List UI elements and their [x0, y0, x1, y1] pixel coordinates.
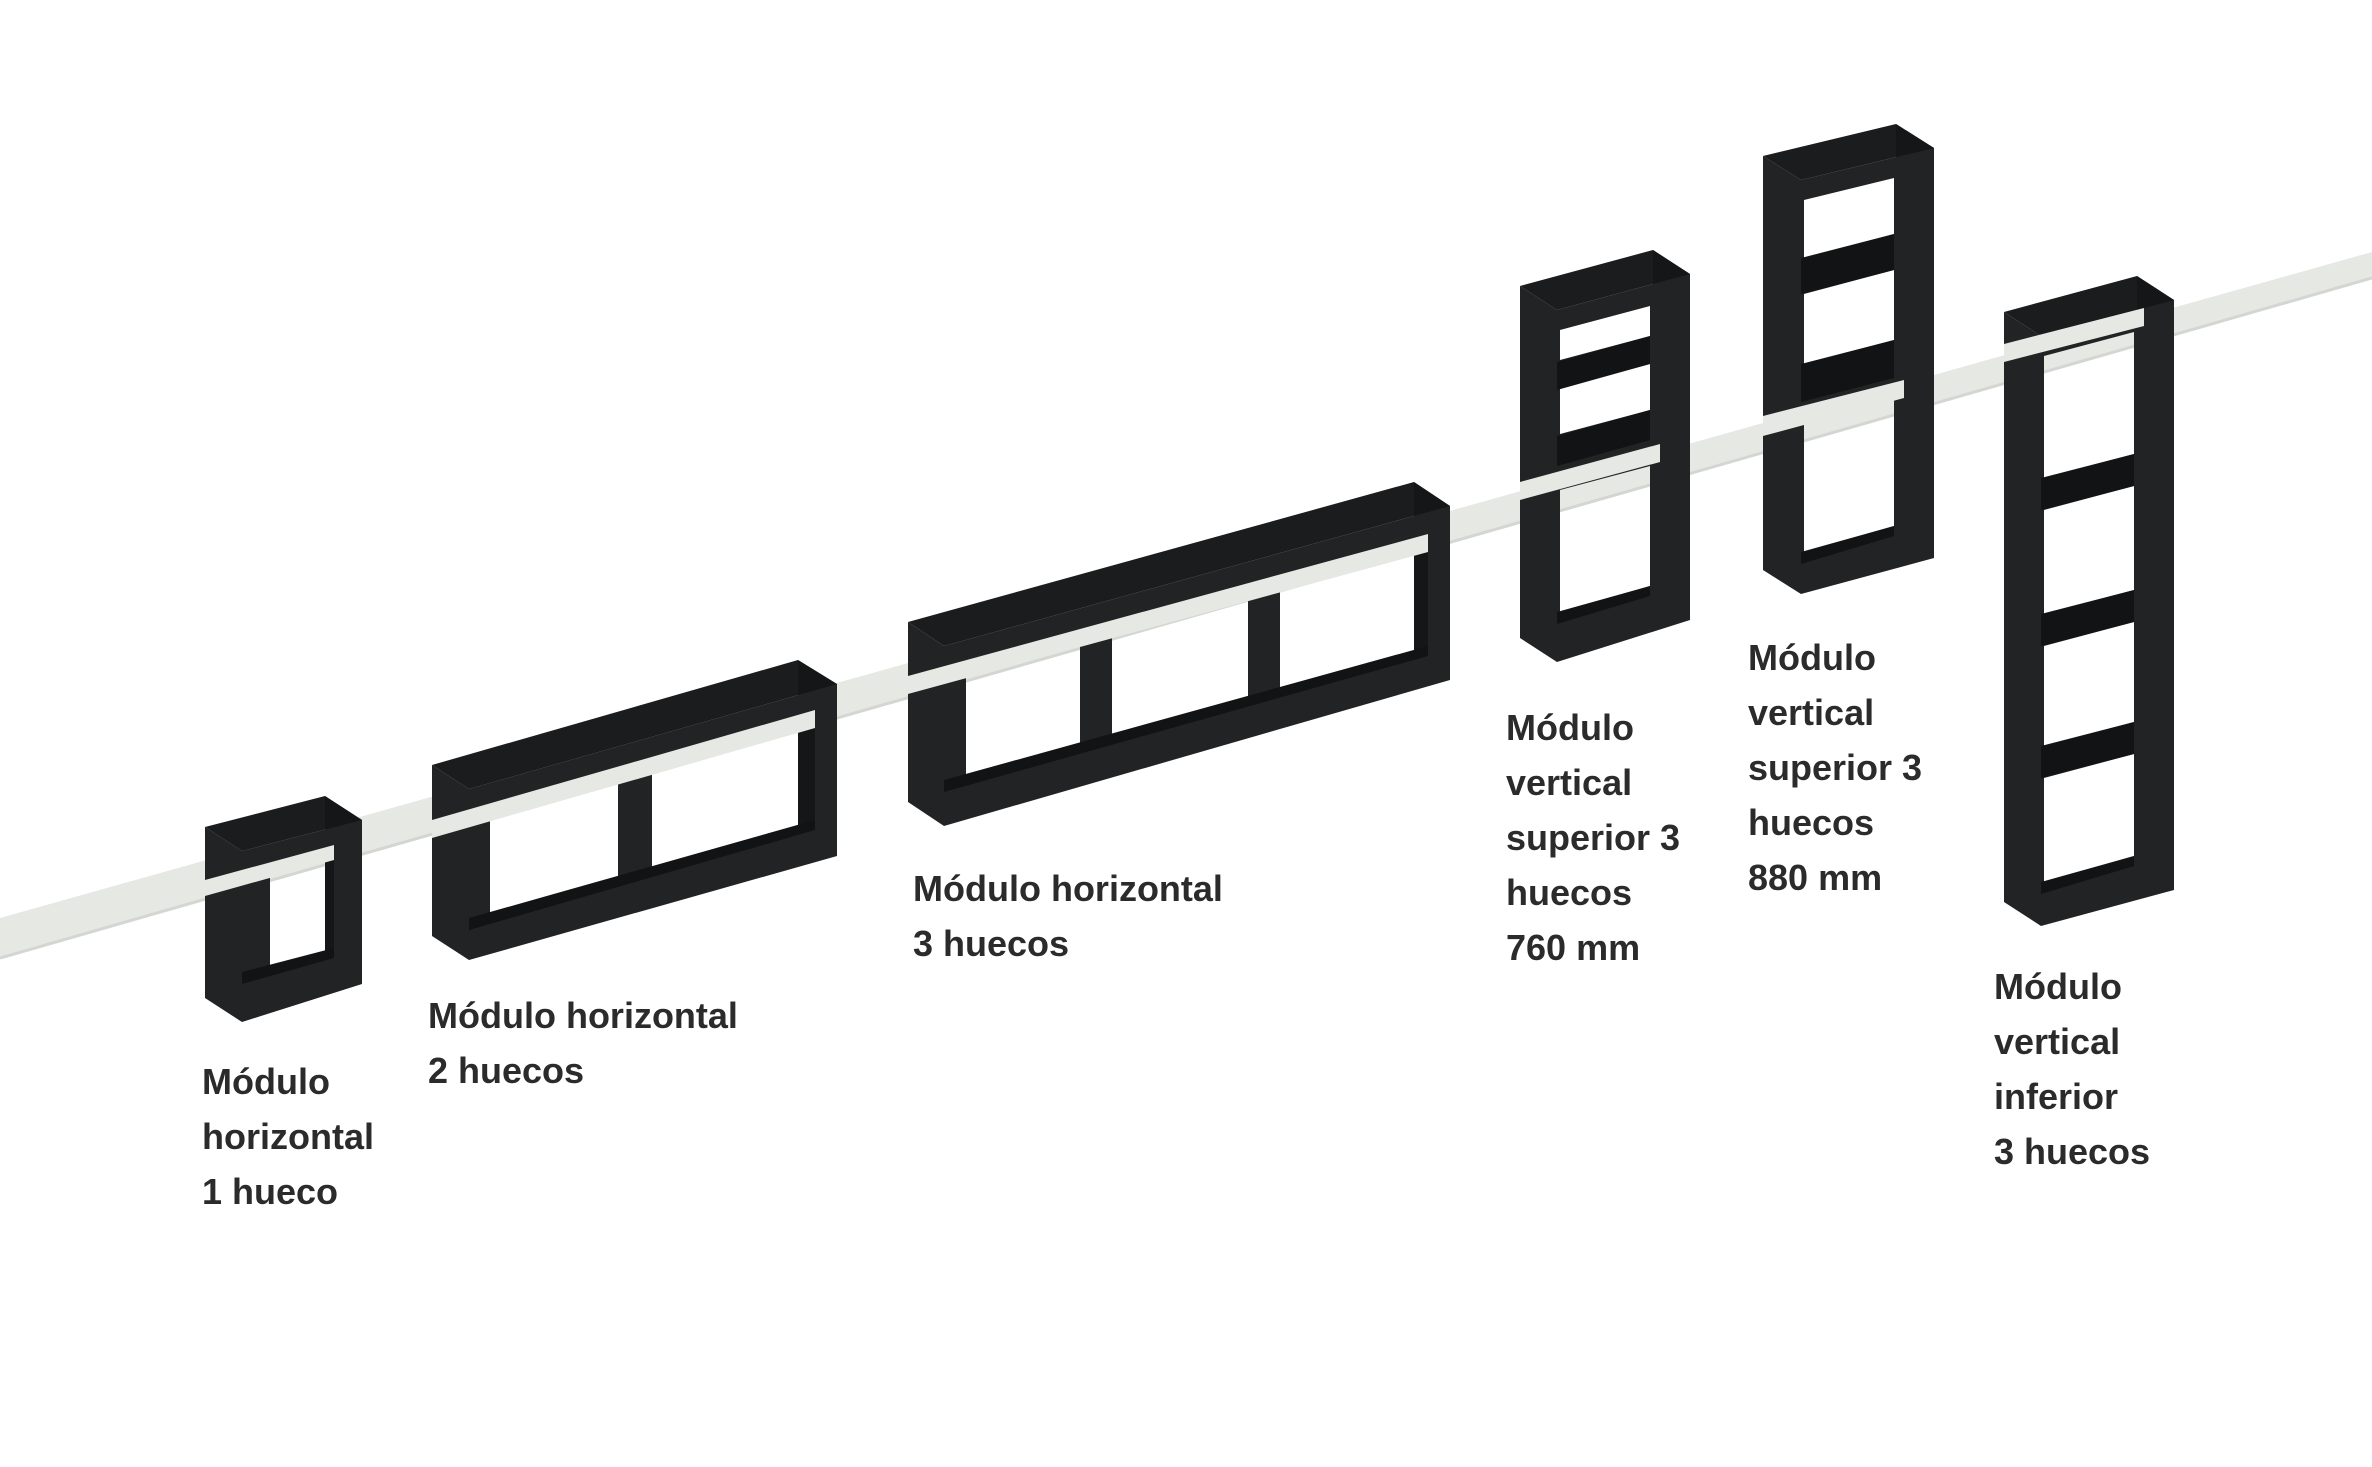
- label-line: inferior: [1994, 1076, 2119, 1117]
- label-line: vertical: [1506, 762, 1633, 803]
- label-modulo-horizontal-2-huecos: Módulo horizontal 2 huecos: [428, 988, 738, 1098]
- module-inner-shelf: [1801, 526, 1894, 564]
- label-line: 2 huecos: [428, 1050, 585, 1091]
- rail-through-module: [205, 845, 334, 896]
- module-inner-shelf: [2041, 856, 2134, 894]
- label-line: Módulo: [1506, 707, 1634, 748]
- label-line: huecos: [1748, 802, 1875, 843]
- rail-through-module: [2004, 308, 2144, 362]
- module-inner-shelf: [2041, 722, 2134, 778]
- label-modulo-vertical-inferior: Módulo vertical inferior 3 huecos: [1994, 959, 2150, 1179]
- label-line: huecos: [1506, 872, 1633, 913]
- module-inner-shelf: [1801, 234, 1894, 294]
- module-vertical-superior-880: [1763, 124, 1934, 594]
- module-front-face: [469, 684, 837, 960]
- module-top-face: [2004, 276, 2174, 336]
- label-line: 880 mm: [1748, 857, 1883, 898]
- label-line: 760 mm: [1506, 927, 1641, 968]
- module-inner-shelf: [469, 820, 815, 930]
- module-top-face: [205, 796, 362, 851]
- module-inner-shelf: [944, 646, 1428, 792]
- module-left-face: [1763, 156, 1801, 594]
- module-inner-shelf: [2041, 454, 2134, 510]
- label-modulo-horizontal-3-huecos: Módulo horizontal 3 huecos: [913, 861, 1223, 971]
- label-line: vertical: [1994, 1021, 2121, 1062]
- label-line: superior 3: [1748, 747, 1923, 788]
- module-left-face: [908, 622, 944, 826]
- label-modulo-vertical-superior-880: Módulo vertical superior 3 huecos 880 mm: [1748, 630, 1922, 905]
- label-line: 1 hueco: [202, 1171, 339, 1212]
- module-inner-shelf: [1557, 410, 1650, 466]
- rail-through-module: [908, 534, 1428, 694]
- module-inner-shelf: [1557, 336, 1650, 390]
- module-horizontal-2-huecos: [432, 660, 837, 960]
- module-top-face: [1763, 124, 1934, 180]
- module-left-face: [2004, 312, 2041, 926]
- module-top-face: [908, 482, 1450, 646]
- module-top-face: [1520, 250, 1690, 310]
- module-inner-shelf: [2041, 590, 2134, 646]
- label-line: Módulo: [202, 1061, 330, 1102]
- label-line: Módulo: [1994, 966, 2122, 1007]
- module-inner-shelf: [1557, 586, 1650, 624]
- module-front-face: [944, 506, 1450, 826]
- module-inner-shelf: [242, 948, 334, 984]
- label-modulo-horizontal-1-hueco: Módulo horizontal 1 hueco: [202, 1054, 374, 1219]
- rail-through-module: [1520, 444, 1660, 500]
- rail-through-module: [1763, 380, 1904, 436]
- module-front-frame: [205, 827, 242, 1022]
- module-vertical-superior-760: [1520, 250, 1690, 662]
- label-line: Módulo horizontal: [913, 868, 1223, 909]
- label-line: Módulo: [1748, 637, 1876, 678]
- module-front-face: [242, 820, 362, 1022]
- module-horizontal-1-hueco: [205, 796, 362, 1022]
- label-line: horizontal: [202, 1116, 374, 1157]
- module-left-face: [432, 765, 469, 960]
- module-horizontal-3-huecos: [908, 482, 1450, 826]
- rail-through-module: [432, 710, 815, 838]
- label-line: Módulo horizontal: [428, 995, 738, 1036]
- label-line: 3 huecos: [913, 923, 1070, 964]
- module-inner-shelf: [1801, 340, 1894, 402]
- label-line: superior 3: [1506, 817, 1681, 858]
- module-vertical-inferior: [2004, 276, 2174, 926]
- label-line: vertical: [1748, 692, 1875, 733]
- label-line: 3 huecos: [1994, 1131, 2151, 1172]
- label-modulo-vertical-superior-760: Módulo vertical superior 3 huecos 760 mm: [1506, 700, 1680, 975]
- module-left-face: [1520, 286, 1557, 662]
- module-top-face: [432, 660, 837, 789]
